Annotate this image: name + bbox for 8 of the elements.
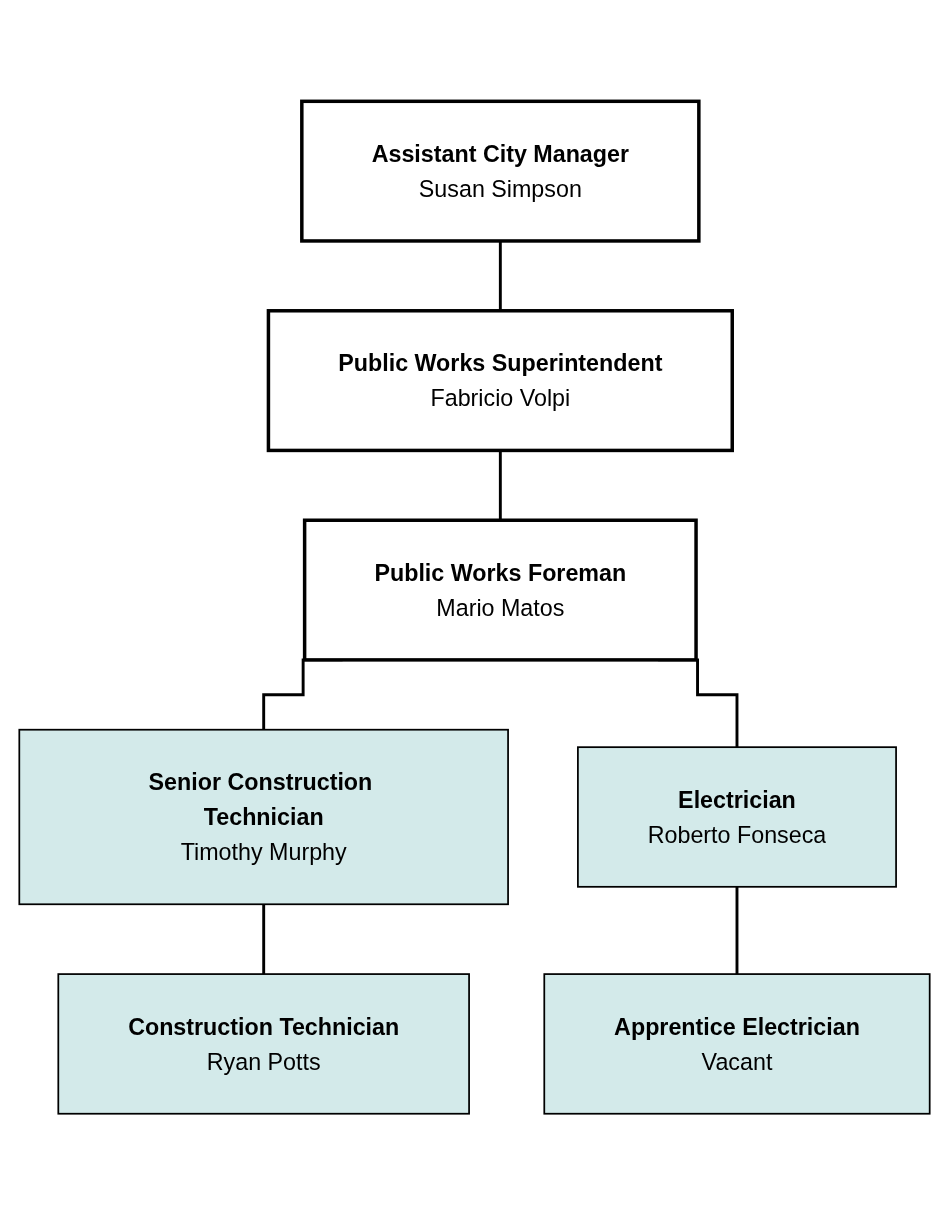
node-box: Senior Construction Technician Timothy Murphy — [18, 728, 509, 906]
node-box: Construction Technician Ryan Potts — [57, 973, 470, 1115]
node-box: Electrician Roberto Fonseca — [577, 746, 897, 888]
node-box: Public Works Superintendent Fabricio Volpi — [266, 309, 734, 453]
node-box: Public Works Foreman Mario Matos — [302, 518, 698, 662]
node-box: Apprentice Electrician Vacant — [543, 973, 931, 1115]
connector — [735, 885, 739, 976]
node-box: Assistant City Manager Susan Simpson — [300, 99, 701, 243]
